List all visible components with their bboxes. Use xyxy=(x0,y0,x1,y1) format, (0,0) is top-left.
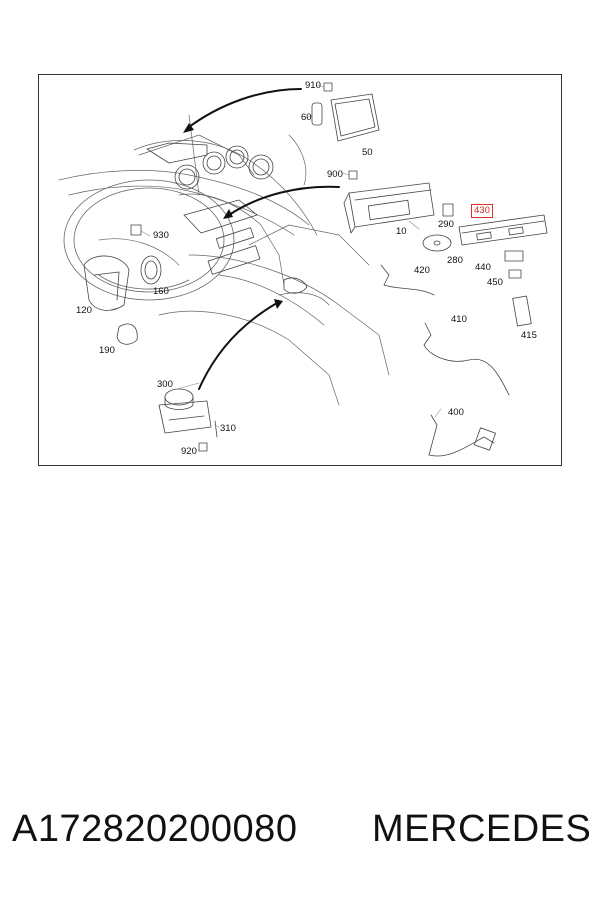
callout-415: 415 xyxy=(521,330,537,341)
callout-420: 420 xyxy=(414,265,430,276)
connector-part xyxy=(474,427,496,451)
connector-part xyxy=(508,269,522,279)
brand-name: MERCEDES xyxy=(372,808,592,850)
part-caption: A172820200080 MERCEDES xyxy=(0,808,600,858)
callout-190: 190 xyxy=(99,345,115,356)
callout-290: 290 xyxy=(438,219,454,230)
cable-410 xyxy=(423,322,510,396)
bracket-part xyxy=(311,102,323,126)
display-screen-part xyxy=(146,93,380,164)
card-part xyxy=(442,203,454,217)
clip-part xyxy=(323,82,333,92)
controller-part xyxy=(158,388,218,452)
exploded-view-drawing xyxy=(58,82,548,457)
leader-arrows xyxy=(188,88,340,390)
callout-440: 440 xyxy=(475,262,491,273)
disc-part xyxy=(433,240,441,246)
usb-port-part xyxy=(504,250,524,262)
callout-60: 60 xyxy=(301,112,312,123)
callout-120: 120 xyxy=(76,305,92,316)
callout-400: 400 xyxy=(448,407,464,418)
steering-wheel xyxy=(63,179,235,301)
callout-300: 300 xyxy=(157,379,173,390)
steering-column-parts xyxy=(83,224,162,345)
callout-10: 10 xyxy=(396,226,407,237)
callout-430[interactable]: 430 xyxy=(471,204,493,218)
cable-400 xyxy=(428,414,495,457)
callout-50: 50 xyxy=(362,147,373,158)
radio-unit-part xyxy=(343,182,435,234)
air-vents xyxy=(174,145,274,190)
callout-450: 450 xyxy=(487,277,503,288)
arrow-heads xyxy=(183,123,283,309)
parts-diagram: 910 60 50 900 10 290 430 280 440 420 450… xyxy=(38,74,562,466)
disc-part xyxy=(422,234,452,252)
callout-920: 920 xyxy=(181,446,197,457)
cable-420 xyxy=(380,264,435,296)
module-part xyxy=(512,295,532,327)
clip-part xyxy=(348,170,358,180)
callout-900: 900 xyxy=(327,169,343,180)
callout-280: 280 xyxy=(447,255,463,266)
callout-160: 160 xyxy=(153,286,169,297)
callout-310: 310 xyxy=(220,423,236,434)
callout-930: 930 xyxy=(153,230,169,241)
center-console xyxy=(183,199,308,294)
callout-410: 410 xyxy=(451,314,467,325)
callout-leaders xyxy=(106,84,442,428)
part-number: A172820200080 xyxy=(12,808,298,850)
callout-910: 910 xyxy=(305,80,321,91)
switch-panel-part xyxy=(458,214,548,246)
